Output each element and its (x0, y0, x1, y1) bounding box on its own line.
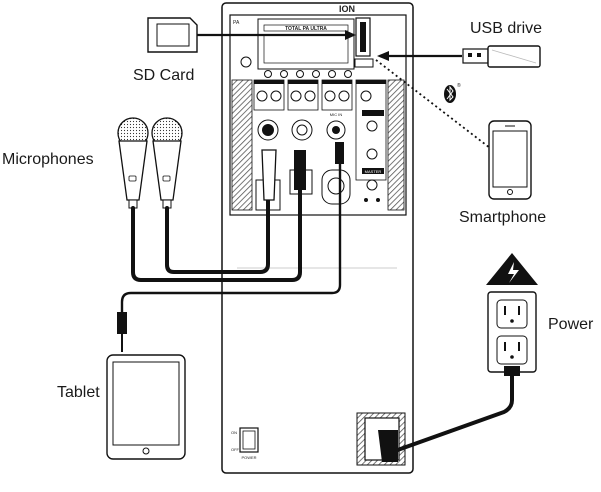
model-name: TOTAL PA ULTRA (285, 26, 327, 32)
usb-port[interactable] (354, 58, 374, 68)
svg-text:®: ® (457, 82, 461, 89)
high-voltage-icon (486, 253, 538, 285)
smartphone-icon (488, 120, 532, 200)
brand-logo: ION (339, 4, 355, 14)
transport-buttons (240, 56, 352, 78)
mic-in-label: MIC IN (330, 112, 343, 117)
model-tag: PA (233, 20, 240, 26)
power-plug-icon (378, 366, 520, 462)
mic-connectors (261, 142, 344, 201)
sd-card-label: SD Card (133, 67, 195, 84)
usb-drive-icon (462, 45, 541, 68)
microphone-icon-2 (151, 117, 183, 209)
tablet-icon (106, 354, 186, 460)
bluetooth-link (375, 59, 491, 149)
smartphone-label: Smartphone (459, 209, 547, 226)
bluetooth-icon: ® (444, 82, 461, 103)
sd-card-icon (147, 17, 198, 53)
pa-speaker: ION TOTAL PA ULTRA PA (221, 2, 414, 474)
tablet-plug (117, 312, 127, 352)
power-outlet-icon (487, 291, 537, 373)
power-switch-label: POWER (241, 455, 256, 460)
microphones-label: Microphones (2, 151, 94, 168)
channel-controls: MASTER (253, 79, 387, 202)
power-label: Power (548, 316, 594, 333)
tablet-label: Tablet (57, 384, 100, 401)
microphone-icon (117, 117, 149, 209)
cables (120, 148, 514, 454)
master-label: MASTER (365, 169, 382, 174)
switch-on-label: ON (231, 430, 237, 435)
power-switch[interactable]: ON OFF POWER (231, 427, 259, 460)
switch-off-label: OFF (231, 447, 240, 452)
usb-drive-label: USB drive (470, 20, 543, 37)
